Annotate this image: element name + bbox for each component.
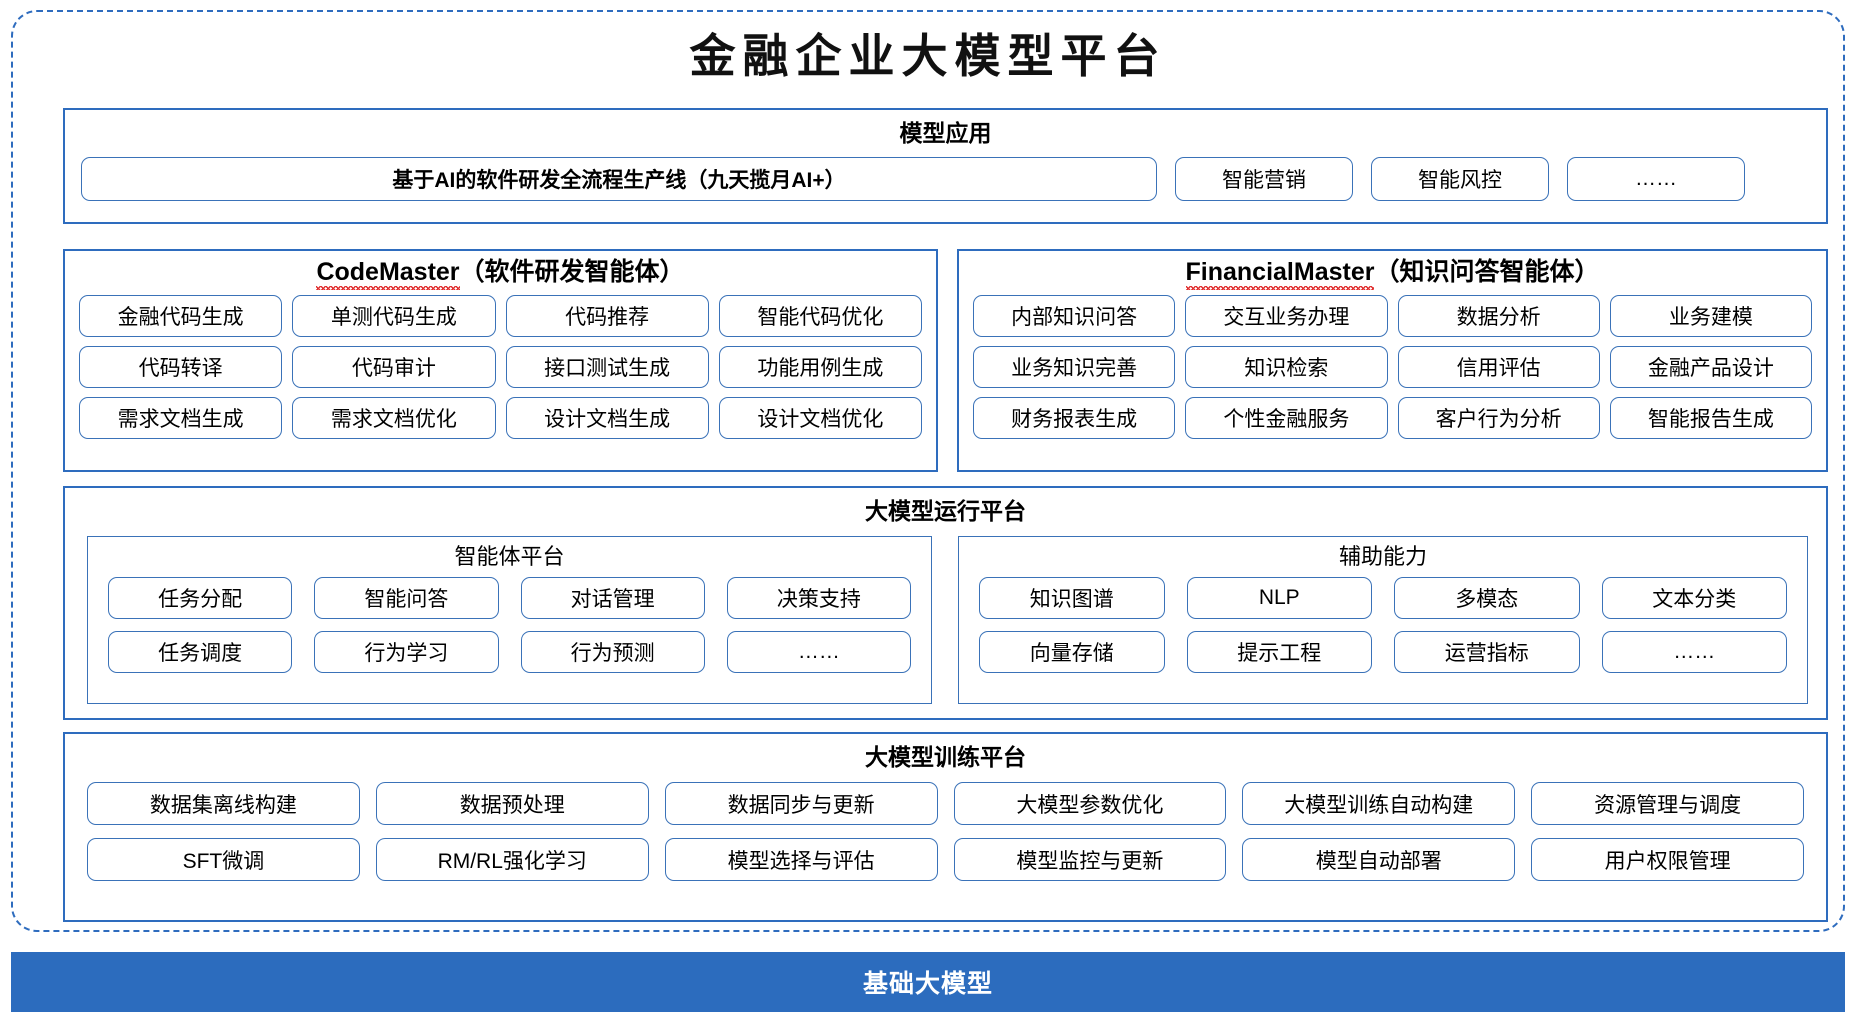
section-training-platform: 大模型训练平台 数据集离线构建 数据预处理 数据同步与更新 大模型参数优化 大模… bbox=[63, 732, 1828, 922]
pill-capability[interactable]: 交互业务办理 bbox=[1185, 295, 1388, 337]
pill-runtime-item[interactable]: NLP bbox=[1186, 577, 1372, 619]
pill-runtime-item[interactable]: 文本分类 bbox=[1601, 577, 1787, 619]
pill-training-item[interactable]: 资源管理与调度 bbox=[1531, 782, 1804, 825]
subsection-auxiliary-capability: 辅助能力 知识图谱 NLP 多模态 文本分类 向量存储 提示工程 运营指标 …… bbox=[958, 536, 1808, 704]
pill-capability[interactable]: 代码转译 bbox=[79, 346, 283, 388]
subsection-title-auxiliary-capability: 辅助能力 bbox=[1338, 544, 1427, 569]
pill-training-item[interactable]: 数据集离线构建 bbox=[87, 782, 360, 825]
pill-training-item[interactable]: 数据同步与更新 bbox=[664, 782, 938, 825]
pill-runtime-item[interactable]: …… bbox=[1601, 631, 1787, 673]
pill-training-item[interactable]: RM/RL强化学习 bbox=[375, 838, 649, 881]
pill-runtime-item[interactable]: 知识图谱 bbox=[979, 577, 1165, 619]
diagram-outer-frame bbox=[11, 10, 1845, 932]
pill-training-item[interactable]: SFT微调 bbox=[87, 838, 360, 881]
pill-capability[interactable]: 接口测试生成 bbox=[505, 346, 709, 388]
pill-training-item[interactable]: 用户权限管理 bbox=[1531, 838, 1804, 881]
section-title-model-application: 模型应用 bbox=[899, 120, 992, 146]
pill-training-item[interactable]: 模型监控与更新 bbox=[953, 838, 1227, 881]
pill-runtime-item[interactable]: 提示工程 bbox=[1186, 631, 1372, 673]
pill-smart-risk-control[interactable]: 智能风控 bbox=[1371, 157, 1549, 201]
pill-capability[interactable]: 需求文档优化 bbox=[292, 397, 496, 439]
pill-training-item[interactable]: 数据预处理 bbox=[375, 782, 649, 825]
section-agent-financialmaster: FinancialMaster（知识问答智能体） 内部知识问答 交互业务办理 数… bbox=[957, 249, 1828, 472]
agent-platform-grid: 任务分配 智能问答 对话管理 决策支持 任务调度 行为学习 行为预测 …… bbox=[108, 577, 911, 673]
pill-capability[interactable]: 财务报表生成 bbox=[973, 397, 1176, 439]
financialmaster-capability-grid: 内部知识问答 交互业务办理 数据分析 业务建模 业务知识完善 知识检索 信用评估… bbox=[973, 295, 1812, 439]
pill-capability[interactable]: 代码审计 bbox=[292, 346, 496, 388]
subsection-title-agent-platform: 智能体平台 bbox=[454, 544, 565, 569]
pill-training-item[interactable]: 模型自动部署 bbox=[1242, 838, 1516, 881]
pill-capability[interactable]: 数据分析 bbox=[1397, 295, 1600, 337]
agent-suffix-financialmaster: （知识问答智能体） bbox=[1374, 258, 1600, 286]
pill-capability[interactable]: 金融产品设计 bbox=[1609, 346, 1812, 388]
pill-capability[interactable]: 业务知识完善 bbox=[973, 346, 1176, 388]
pill-capability[interactable]: 内部知识问答 bbox=[973, 295, 1176, 337]
section-runtime-platform: 大模型运行平台 智能体平台 任务分配 智能问答 对话管理 决策支持 任务调度 行… bbox=[63, 486, 1828, 720]
pill-training-item[interactable]: 大模型参数优化 bbox=[953, 782, 1227, 825]
section-title-financialmaster: FinancialMaster（知识问答智能体） bbox=[959, 257, 1826, 290]
auxiliary-capability-grid: 知识图谱 NLP 多模态 文本分类 向量存储 提示工程 运营指标 …… bbox=[979, 577, 1787, 673]
pill-capability[interactable]: 单测代码生成 bbox=[292, 295, 496, 337]
training-platform-grid: 数据集离线构建 数据预处理 数据同步与更新 大模型参数优化 大模型训练自动构建 … bbox=[87, 782, 1804, 881]
agent-name-codemaster: CodeMaster bbox=[316, 258, 460, 290]
pill-runtime-item[interactable]: 向量存储 bbox=[979, 631, 1165, 673]
pill-capability[interactable]: 金融代码生成 bbox=[79, 295, 283, 337]
pill-capability[interactable]: 设计文档生成 bbox=[505, 397, 709, 439]
section-model-application: 模型应用 基于AI的软件研发全流程生产线（九天揽月AI+） 智能营销 智能风控 … bbox=[63, 108, 1828, 224]
pill-capability[interactable]: 代码推荐 bbox=[505, 295, 709, 337]
agent-suffix-codemaster: （软件研发智能体） bbox=[459, 258, 685, 286]
pill-capability[interactable]: 功能用例生成 bbox=[718, 346, 922, 388]
pill-runtime-item[interactable]: 决策支持 bbox=[726, 577, 911, 619]
pill-capability[interactable]: 设计文档优化 bbox=[718, 397, 922, 439]
section-title-runtime-platform: 大模型运行平台 bbox=[865, 498, 1026, 524]
pill-runtime-item[interactable]: 运营指标 bbox=[1394, 631, 1580, 673]
pill-runtime-item[interactable]: 智能问答 bbox=[314, 577, 499, 619]
pill-ai-pipeline[interactable]: 基于AI的软件研发全流程生产线（九天揽月AI+） bbox=[81, 157, 1157, 201]
pill-capability[interactable]: 业务建模 bbox=[1609, 295, 1812, 337]
pill-training-item[interactable]: 大模型训练自动构建 bbox=[1242, 782, 1516, 825]
pill-runtime-item[interactable]: 任务分配 bbox=[108, 577, 293, 619]
pill-capability[interactable]: 个性金融服务 bbox=[1185, 397, 1388, 439]
codemaster-capability-grid: 金融代码生成 单测代码生成 代码推荐 智能代码优化 代码转译 代码审计 接口测试… bbox=[79, 295, 922, 439]
pill-runtime-item[interactable]: 任务调度 bbox=[108, 631, 293, 673]
pill-capability[interactable]: 需求文档生成 bbox=[79, 397, 283, 439]
pill-capability[interactable]: 信用评估 bbox=[1397, 346, 1600, 388]
pill-capability[interactable]: 客户行为分析 bbox=[1397, 397, 1600, 439]
page-title: 金融企业大模型平台 bbox=[689, 29, 1167, 83]
pill-runtime-item[interactable]: 对话管理 bbox=[520, 577, 705, 619]
section-title-training-platform: 大模型训练平台 bbox=[865, 744, 1026, 770]
section-agent-codemaster: CodeMaster（软件研发智能体） 金融代码生成 单测代码生成 代码推荐 智… bbox=[63, 249, 938, 472]
subsection-agent-platform: 智能体平台 任务分配 智能问答 对话管理 决策支持 任务调度 行为学习 行为预测… bbox=[87, 536, 932, 704]
model-application-row: 基于AI的软件研发全流程生产线（九天揽月AI+） 智能营销 智能风控 …… bbox=[81, 157, 1745, 201]
section-title-codemaster: CodeMaster（软件研发智能体） bbox=[65, 257, 936, 290]
agent-name-financialmaster: FinancialMaster bbox=[1185, 258, 1375, 290]
foundation-model-bar: 基础大模型 bbox=[11, 952, 1845, 1012]
pill-training-item[interactable]: 模型选择与评估 bbox=[664, 838, 938, 881]
pill-more-applications[interactable]: …… bbox=[1567, 157, 1745, 201]
pill-capability[interactable]: 知识检索 bbox=[1185, 346, 1388, 388]
pill-runtime-item[interactable]: 行为预测 bbox=[520, 631, 705, 673]
pill-smart-marketing[interactable]: 智能营销 bbox=[1175, 157, 1353, 201]
pill-capability[interactable]: 智能代码优化 bbox=[718, 295, 922, 337]
pill-runtime-item[interactable]: 多模态 bbox=[1394, 577, 1580, 619]
pill-runtime-item[interactable]: …… bbox=[726, 631, 911, 673]
pill-runtime-item[interactable]: 行为学习 bbox=[314, 631, 499, 673]
foundation-model-label: 基础大模型 bbox=[862, 970, 993, 998]
pill-capability[interactable]: 智能报告生成 bbox=[1609, 397, 1812, 439]
